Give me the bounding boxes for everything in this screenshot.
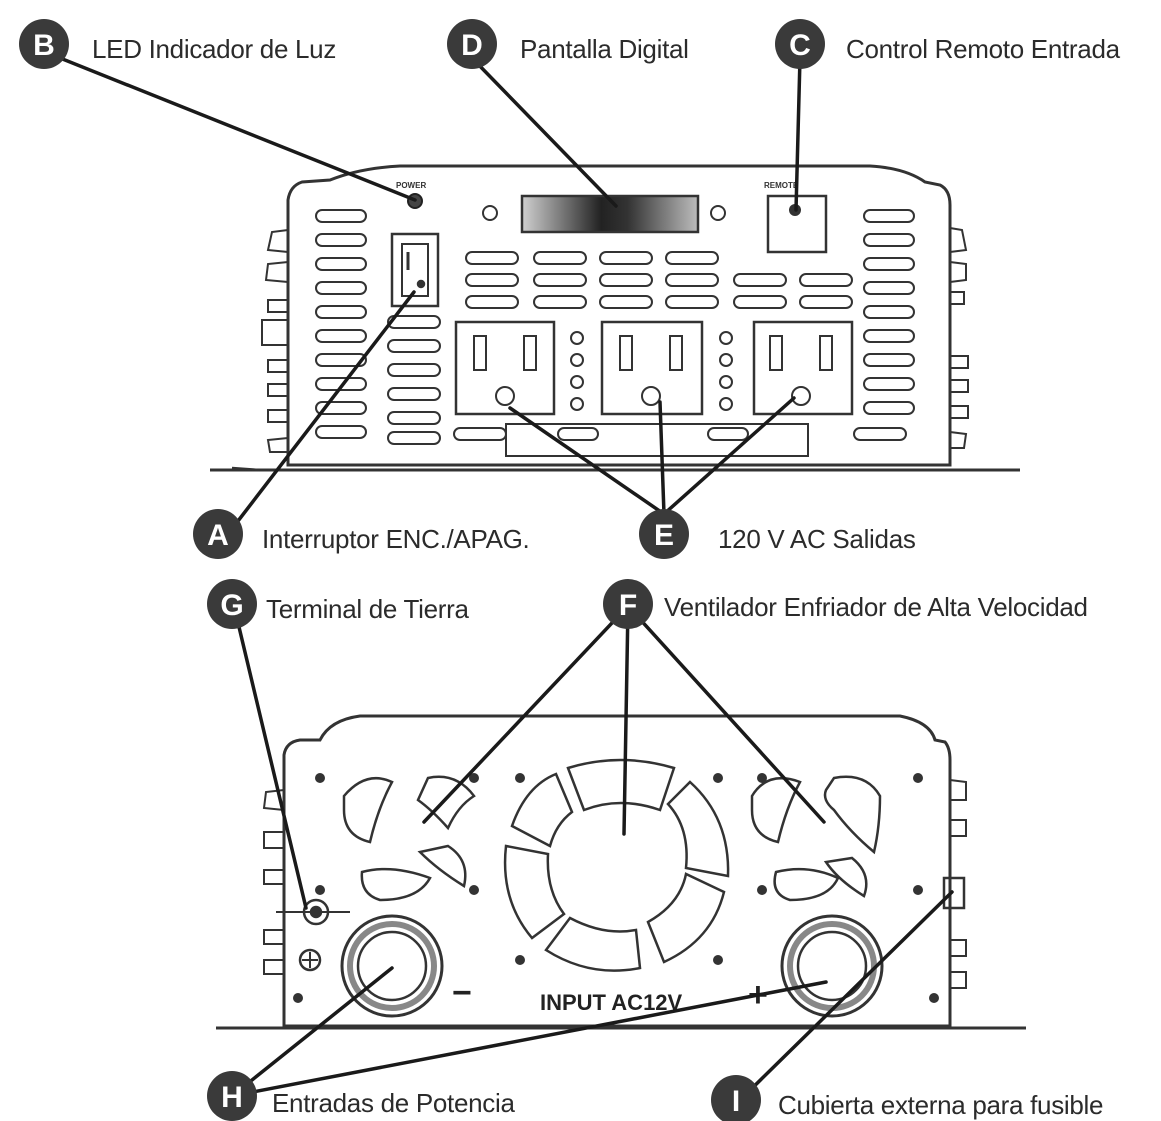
callout-d: D Pantalla Digital [447, 19, 689, 69]
front-vents-center [454, 252, 906, 440]
callout-c-label: Control Remoto Entrada [846, 34, 1121, 64]
svg-text:REMOTE: REMOTE [764, 181, 799, 190]
front-vents-right [864, 210, 914, 414]
cooling-fan-right [752, 777, 880, 900]
power-input-positive[interactable] [782, 916, 882, 1016]
rear-panel [216, 716, 1026, 1028]
callout-f: F Ventilador Enfriador de Alta Velocidad [603, 579, 1088, 629]
power-switch[interactable] [392, 234, 438, 306]
callout-g-label: Terminal de Tierra [266, 594, 470, 624]
front-label-plate [506, 424, 808, 456]
outlet-indicator-dots [571, 332, 732, 410]
ground-terminal[interactable] [276, 900, 350, 970]
front-vents-left [316, 210, 440, 444]
ac-outlet-2[interactable] [602, 322, 702, 414]
callout-b-label: LED Indicador de Luz [92, 34, 336, 64]
callout-a-label: Interruptor ENC./APAG. [262, 524, 529, 554]
callout-e: E 120 V AC Salidas [639, 509, 916, 559]
ac-outlet-1[interactable] [456, 322, 554, 414]
svg-text:POWER: POWER [396, 181, 426, 190]
svg-text:H: H [221, 1081, 243, 1114]
negative-symbol: − [452, 974, 472, 1012]
svg-text:A: A [207, 519, 229, 552]
cooling-fan-center [505, 760, 728, 971]
fuse-cover[interactable] [944, 878, 964, 908]
callout-i-label: Cubierta externa para fusible [778, 1090, 1103, 1120]
callout-h-label: Entradas de Potencia [272, 1088, 515, 1118]
ac-outlet-3[interactable] [754, 322, 852, 414]
digital-display [483, 196, 725, 232]
svg-text:C: C [789, 29, 811, 62]
callout-e-label: 120 V AC Salidas [718, 524, 916, 554]
leader-lines [60, 58, 952, 1104]
svg-text:I: I [732, 1085, 740, 1118]
callout-i: I Cubierta externa para fusible [711, 1075, 1103, 1121]
svg-text:G: G [220, 589, 243, 622]
svg-text:E: E [654, 519, 674, 552]
svg-text:D: D [461, 29, 483, 62]
power-input-negative[interactable] [342, 916, 442, 1016]
svg-text:B: B [33, 29, 55, 62]
input-label: INPUT AC12V [540, 990, 683, 1015]
callout-c: C Control Remoto Entrada [775, 19, 1121, 69]
cooling-fan-left [344, 777, 474, 900]
svg-text:F: F [619, 589, 637, 622]
callout-f-label: Ventilador Enfriador de Alta Velocidad [664, 592, 1088, 622]
callout-d-label: Pantalla Digital [520, 34, 689, 64]
callout-g: G Terminal de Tierra [207, 579, 470, 629]
